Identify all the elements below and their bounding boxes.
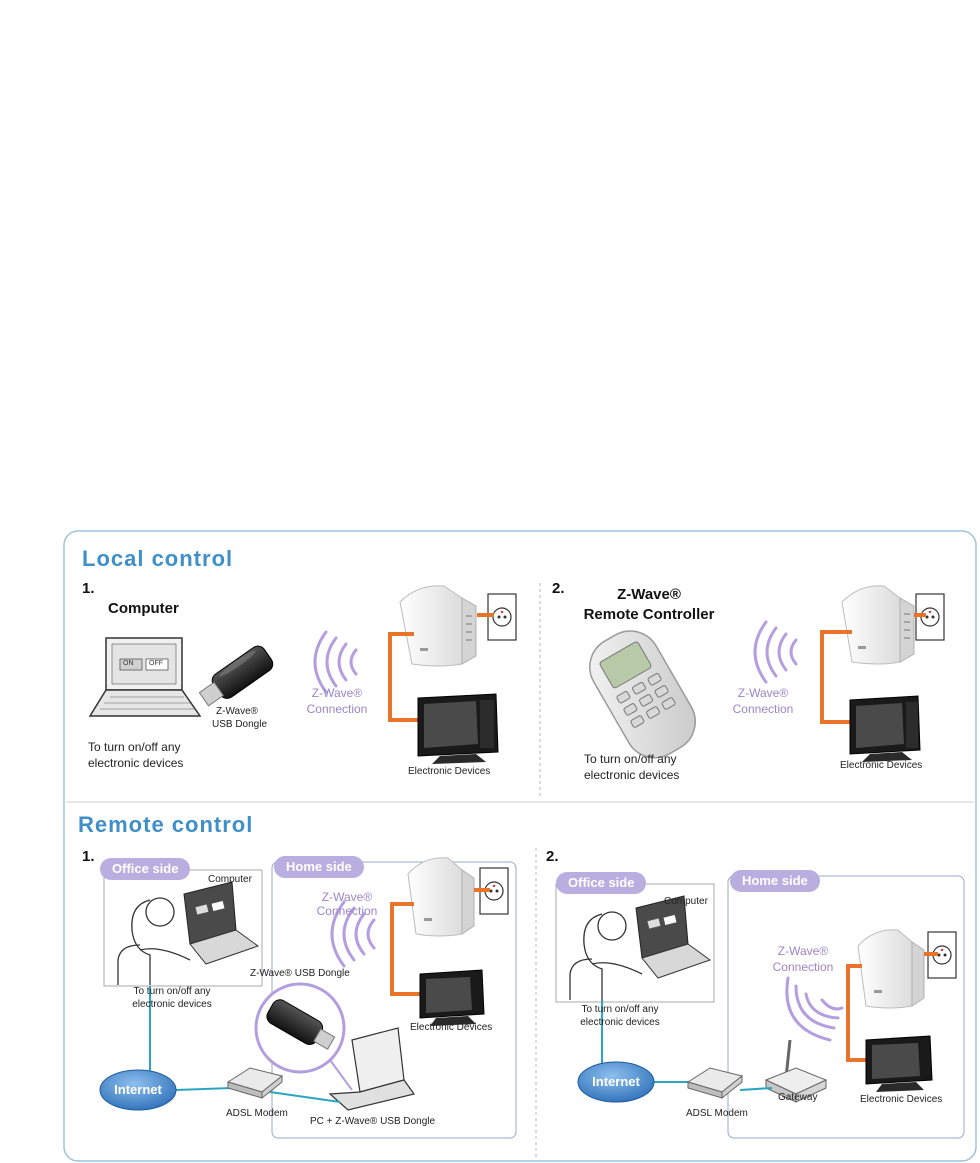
wall-outlet-icon xyxy=(915,593,945,641)
zwave-connection-label: Z-Wave® xyxy=(321,890,373,904)
adsl-modem-label: ADSL Modem xyxy=(226,1108,288,1119)
computer-heading: Computer xyxy=(108,600,179,617)
electronic-devices-label: Electronic Devices xyxy=(408,766,491,777)
smart-plug-icon xyxy=(857,929,925,1009)
zwave-connection-label: Connection xyxy=(316,904,378,918)
caption: electronic devices xyxy=(132,999,212,1010)
caption: electronic devices xyxy=(580,1017,660,1028)
tv-icon xyxy=(865,1035,933,1092)
electronic-devices-label: Electronic Devices xyxy=(410,1022,493,1033)
device-wire xyxy=(846,964,870,1062)
dongle-label: USB Dongle xyxy=(212,719,268,730)
network-line xyxy=(739,1087,773,1091)
remote-control-title: Remote control xyxy=(78,812,254,837)
zwave-connection-label: Connection xyxy=(772,960,834,974)
laptop-icon xyxy=(328,1027,416,1111)
device-wire xyxy=(820,630,852,724)
smart-plug-icon xyxy=(407,857,475,937)
laptop-icon xyxy=(88,637,202,717)
pc-dongle-label: PC + Z-Wave® USB Dongle xyxy=(310,1116,436,1127)
laptop-icon xyxy=(183,881,260,965)
gateway-icon xyxy=(764,1039,828,1103)
adsl-modem-icon xyxy=(686,1067,744,1100)
device-wire xyxy=(390,902,422,996)
caption: electronic devices xyxy=(88,756,184,770)
network-line xyxy=(175,1087,233,1091)
office-worker-illustration xyxy=(569,911,643,1000)
tv-icon xyxy=(419,969,485,1026)
caption: To turn on/off any xyxy=(581,1004,659,1015)
electronic-devices-label: Electronic Devices xyxy=(840,760,923,771)
adsl-modem-label: ADSL Modem xyxy=(686,1108,748,1119)
local-control-title: Local control xyxy=(82,546,234,571)
caption: electronic devices xyxy=(584,768,680,782)
internet-cloud-icon xyxy=(577,1061,655,1103)
internet-cloud-icon xyxy=(99,1069,177,1111)
computer-label: Computer xyxy=(664,896,708,907)
usb-dongle-zoom xyxy=(254,982,346,1074)
dongle-label: Z-Wave® xyxy=(216,706,258,717)
step-number: 1. xyxy=(82,580,95,597)
zwave-signal-icon xyxy=(313,630,358,694)
adsl-modem-icon xyxy=(226,1067,284,1100)
home-box xyxy=(727,875,965,1139)
internet-label: Internet xyxy=(114,1082,162,1097)
remote-controller-heading: Z-Wave® xyxy=(617,586,681,603)
network-line xyxy=(269,1091,341,1103)
remote-controller-icon xyxy=(589,630,696,759)
office-side-tab: Office side xyxy=(556,872,647,894)
zwave-signal-icon xyxy=(330,900,376,968)
caption: To turn on/off any xyxy=(88,740,181,754)
zwave-connection-label: Connection xyxy=(732,702,794,716)
caption: To turn on/off any xyxy=(584,752,677,766)
office-side-tab: Office side xyxy=(100,858,191,880)
on-button-label: ON xyxy=(123,660,134,667)
zwave-connection-label: Z-Wave® xyxy=(777,944,829,958)
smart-plug-icon xyxy=(399,585,477,667)
zwave-signal-icon xyxy=(785,976,844,1042)
zwave-connection-label: Connection xyxy=(306,702,368,716)
remote-controller-heading: Remote Controller xyxy=(583,606,715,623)
step-number: 2. xyxy=(552,580,565,597)
usb-dongle-icon xyxy=(198,645,274,707)
smart-plug-icon xyxy=(841,585,915,665)
home-side-tab: Home side xyxy=(730,870,820,892)
off-button-label: OFF xyxy=(149,660,163,667)
usb-dongle-label: Z-Wave® USB Dongle xyxy=(250,968,350,979)
outer-frame xyxy=(63,530,977,1162)
electronic-devices-label: Electronic Devices xyxy=(860,1094,943,1105)
step-number: 2. xyxy=(546,848,559,865)
internet-label: Internet xyxy=(592,1074,640,1089)
step-number: 1. xyxy=(82,848,95,865)
computer-label: Computer xyxy=(208,874,252,885)
office-box xyxy=(103,869,263,987)
zwave-connection-label: Z-Wave® xyxy=(311,686,363,700)
office-worker-illustration xyxy=(117,897,191,985)
zwave-signal-icon xyxy=(753,620,798,684)
home-side-tab: Home side xyxy=(274,856,364,878)
caption: To turn on/off any xyxy=(133,986,211,997)
zoom-pointer xyxy=(329,1059,353,1091)
device-wire xyxy=(388,632,420,722)
laptop-icon xyxy=(635,895,712,979)
tv-icon xyxy=(417,693,499,764)
zwave-connection-label: Z-Wave® xyxy=(737,686,789,700)
tv-icon xyxy=(849,695,921,762)
gateway-label: Gateway xyxy=(778,1092,818,1103)
